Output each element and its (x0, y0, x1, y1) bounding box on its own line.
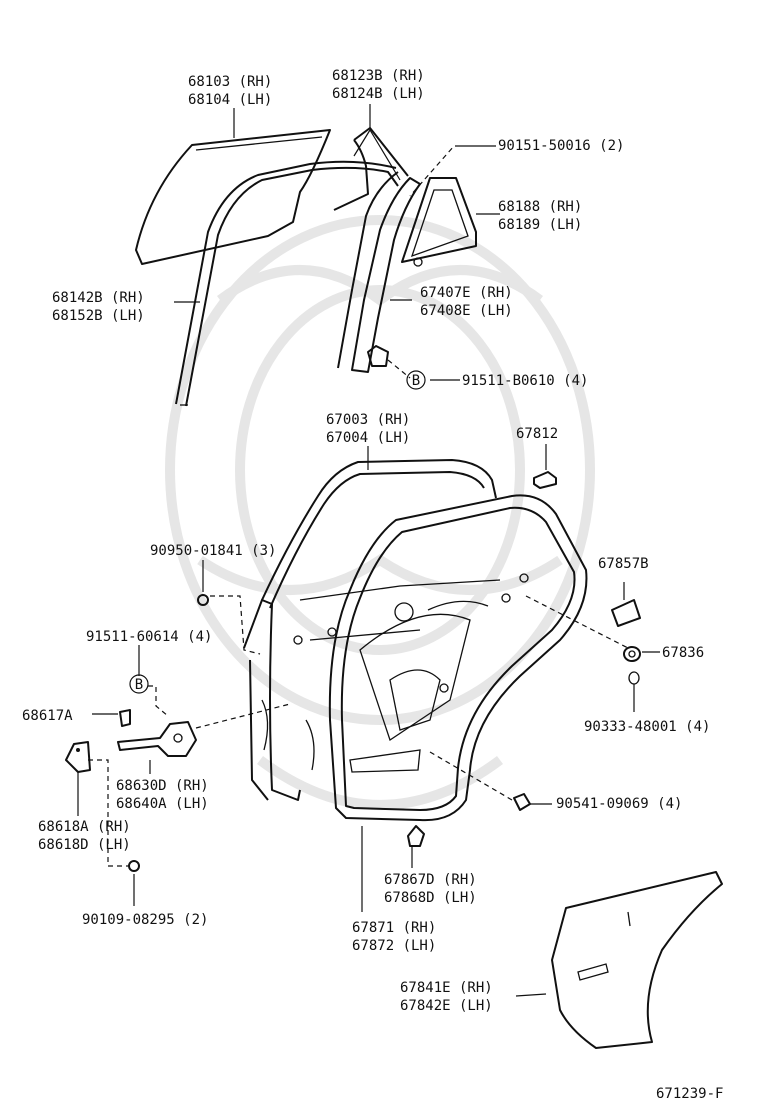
trim-board-drawing (551, 871, 723, 1049)
label-channel-rh: 68123B (RH) (332, 68, 425, 84)
label-weatherstrip-lh: 67872 (LH) (352, 938, 436, 954)
label-check-assy-lh: 68640A (LH) (116, 796, 209, 812)
label-hinge-lh: 68618D (LH) (38, 837, 131, 853)
callout-b-left-letter: B (135, 677, 143, 693)
label-division-bar-lh: 67408E (LH) (420, 303, 513, 319)
callout-b-top: B (406, 370, 426, 390)
hinge-drawing (65, 741, 91, 773)
clip-drawing (513, 793, 531, 811)
label-check-assy-rh: 68630D (RH) (116, 778, 209, 794)
bracket-b-drawing (367, 345, 411, 379)
label-clip: 90541-09069 (4) (556, 796, 682, 812)
label-hinge-bolt: 90109-08295 (2) (82, 912, 208, 928)
cushion-drawing (533, 471, 557, 489)
label-trim-board-rh: 67841E (RH) (400, 980, 493, 996)
label-door-panel-lh: 67004 (LH) (326, 430, 410, 446)
quarter-glass-drawing (401, 177, 477, 267)
plug-b-drawing (628, 671, 640, 685)
label-quarter-glass-lh: 68189 (LH) (498, 217, 582, 233)
label-plug-b: 90333-48001 (4) (584, 719, 710, 735)
door-glass-drawing (135, 129, 331, 265)
label-glass-rh: 68103 (RH) (188, 74, 272, 90)
door-check-drawing (117, 721, 197, 757)
label-run-lh: 68152B (LH) (52, 308, 145, 324)
label-hinge-rh: 68618A (RH) (38, 819, 131, 835)
label-seal-sheet: 67857B (598, 556, 649, 572)
label-retainer-lh: 67868D (LH) (384, 890, 477, 906)
glass-run-drawing (175, 160, 399, 407)
label-retainer-rh: 67867D (RH) (384, 872, 477, 888)
label-screw-top: 90151-50016 (2) (498, 138, 624, 154)
label-door-panel-rh: 67003 (RH) (326, 412, 410, 428)
label-hole-plug: 67836 (662, 645, 704, 661)
callout-b-top-letter: B (412, 373, 420, 389)
label-division-bar-rh: 67407E (RH) (420, 285, 513, 301)
hinge-bolt-drawing (128, 860, 140, 872)
leader-lines (77, 104, 660, 997)
retainer-drawing (407, 825, 425, 847)
label-glass-lh: 68104 (LH) (188, 92, 272, 108)
door-panel-drawing (243, 459, 529, 801)
stopper-pin-drawing (119, 709, 131, 727)
label-weatherstrip-rh: 67871 (RH) (352, 920, 436, 936)
label-cushion: 67812 (516, 426, 558, 442)
label-quarter-glass-rh: 68188 (RH) (498, 199, 582, 215)
label-plug-a: 90950-01841 (3) (150, 543, 276, 559)
part-labels: 68103 (RH) 68104 (LH) 68123B (RH) 68124B… (22, 68, 723, 1102)
plug-a-drawing (197, 594, 209, 606)
label-stopper-pin: 68617A (22, 708, 73, 724)
hole-plug-drawing (623, 646, 641, 662)
label-run-rh: 68142B (RH) (52, 290, 145, 306)
label-bolt-b-left: 91511-60614 (4) (86, 629, 212, 645)
callout-b-left: B (129, 674, 149, 694)
seal-sheet-drawing (611, 599, 641, 627)
label-channel-lh: 68124B (LH) (332, 86, 425, 102)
diagram-id: 671239-F (656, 1086, 723, 1102)
label-trim-board-lh: 67842E (LH) (400, 998, 493, 1014)
label-bolt-b-top: 91511-B0610 (4) (462, 373, 588, 389)
